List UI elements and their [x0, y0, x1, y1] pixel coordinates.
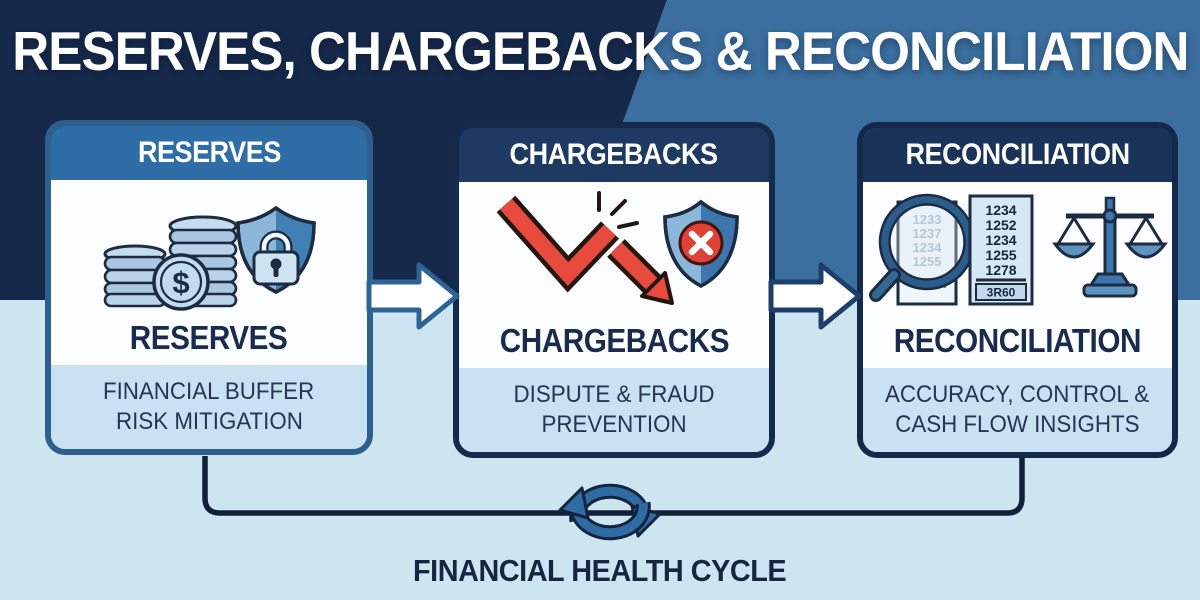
card-chargebacks-description: DISPUTE & FRAUD PREVENTION	[459, 368, 769, 452]
card-reserves-body: $ RESERVES	[51, 180, 367, 365]
ledger-numbers: 1234 1252 1234 1255 1278	[985, 202, 1016, 278]
svg-text:1234: 1234	[912, 240, 942, 255]
page-title: RESERVES, CHARGEBACKS & RECONCILIATION	[0, 20, 1200, 82]
card-reconciliation-header-text: RECONCILIATION	[905, 138, 1130, 171]
svg-text:1255: 1255	[985, 247, 1016, 263]
dollar-symbol: $	[172, 265, 189, 300]
desc-line: ACCURACY, CONTROL &	[885, 380, 1150, 408]
right-arrow-icon-2	[768, 262, 862, 330]
page-title-text: RESERVES, CHARGEBACKS & RECONCILIATION	[11, 20, 1189, 82]
magnifier-ledger-scale-icon: 1233 1237 1234 1255 1234	[868, 188, 1168, 312]
desc-line: CASH FLOW INSIGHTS	[895, 411, 1140, 438]
desc-line: RISK MITIGATION	[115, 408, 303, 435]
card-chargebacks-body: CHARGEBACKS	[459, 182, 769, 368]
card-reconciliation-body: 1233 1237 1234 1255 1234	[863, 182, 1172, 368]
ledger-total: 3R60	[986, 286, 1015, 300]
card-reconciliation-header: RECONCILIATION	[863, 128, 1172, 182]
card-reserves-description: FINANCIAL BUFFER RISK MITIGATION	[51, 365, 367, 449]
card-reserves-header: RESERVES	[51, 126, 367, 180]
svg-text:1233: 1233	[912, 212, 941, 227]
coins-shield-lock-icon: $	[93, 186, 325, 314]
card-chargebacks-header-text: CHARGEBACKS	[509, 138, 719, 171]
cycle-label: FINANCIAL HEALTH CYCLE	[413, 553, 787, 588]
broken-arrow-fraud-shield-icon	[486, 188, 742, 312]
card-reserves: RESERVES	[45, 120, 373, 455]
desc-line: PREVENTION	[541, 411, 687, 438]
right-arrow-icon-1	[366, 262, 460, 330]
svg-text:1278: 1278	[985, 262, 1016, 278]
card-reconciliation: RECONCILIATION 1233 1237 1234 1255	[857, 122, 1178, 458]
card-reserves-header-text: RESERVES	[137, 136, 281, 169]
lens-numbers: 1233 1237 1234 1255	[912, 212, 942, 269]
card-chargebacks-header: CHARGEBACKS	[459, 128, 769, 182]
card-chargebacks-label: CHARGEBACKS	[499, 322, 729, 359]
card-chargebacks: CHARGEBACKS	[453, 122, 775, 458]
svg-text:1234: 1234	[985, 202, 1016, 218]
desc-line: DISPUTE & FRAUD	[513, 380, 715, 408]
card-reconciliation-description: ACCURACY, CONTROL & CASH FLOW INSIGHTS	[863, 368, 1172, 452]
desc-line: FINANCIAL BUFFER	[103, 377, 315, 405]
balance-scale-icon	[1051, 196, 1168, 298]
svg-text:1237: 1237	[912, 226, 941, 241]
svg-text:1252: 1252	[985, 217, 1016, 233]
svg-text:1234: 1234	[985, 232, 1016, 248]
card-reconciliation-label: RECONCILIATION	[893, 322, 1142, 359]
card-reserves-label: RESERVES	[130, 319, 288, 356]
svg-text:1255: 1255	[912, 254, 941, 269]
